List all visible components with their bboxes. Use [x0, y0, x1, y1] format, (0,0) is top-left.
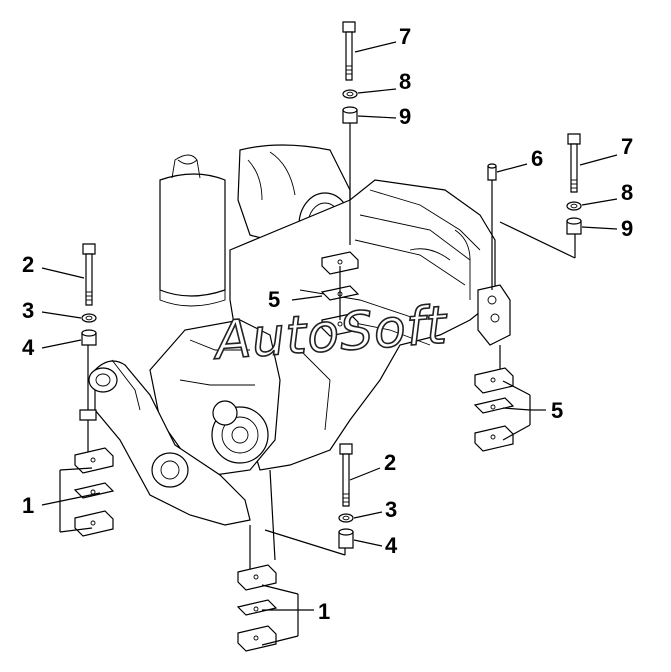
callout-2-lower: 2	[384, 450, 396, 475]
bolt-stack-right	[566, 133, 582, 235]
shim-stack-left	[73, 447, 115, 537]
callout-8-top: 8	[399, 69, 411, 94]
bolt-stack-top-center	[342, 21, 358, 124]
callout-8-right: 8	[621, 180, 633, 205]
bolt-shank	[345, 31, 353, 81]
callout-3-left: 3	[22, 298, 34, 323]
callout-4-lower: 4	[385, 533, 398, 558]
callout-5-center: 5	[268, 287, 280, 312]
callout-2-left: 2	[22, 252, 34, 277]
shim-stack-lower	[236, 564, 278, 652]
bolt-head	[342, 21, 356, 33]
rear-mount-block	[477, 284, 511, 346]
bolt-stack-left	[79, 243, 97, 421]
callout-7-right: 7	[621, 134, 633, 159]
callout-4-left: 4	[22, 335, 35, 360]
callout-labels: 7 8 9 6 7 8 9 2 3 4 5 5 2 3 4 1 1	[22, 24, 633, 624]
callout-1-lower: 1	[318, 599, 330, 624]
callout-7-top: 7	[399, 24, 411, 49]
callout-9-top: 9	[399, 104, 411, 129]
engine-block	[229, 179, 496, 471]
callout-1-left: 1	[22, 493, 34, 518]
callout-9-right: 9	[621, 216, 633, 241]
air-cleaner	[159, 154, 226, 307]
shim-stack-right	[473, 367, 515, 452]
callout-leaders	[41, 41, 618, 646]
engine-assembly	[88, 144, 511, 526]
dowel-pin	[487, 163, 497, 181]
flywheel-housing	[149, 319, 281, 476]
callout-5-right: 5	[551, 398, 563, 423]
washer	[342, 89, 358, 99]
bolt-stack-lower-center	[338, 443, 354, 549]
callout-6: 6	[531, 146, 543, 171]
front-mount-arm	[88, 359, 251, 526]
callout-3-lower: 3	[385, 497, 397, 522]
shim-stack-center-top	[320, 251, 360, 337]
leader-lines	[87, 123, 576, 570]
